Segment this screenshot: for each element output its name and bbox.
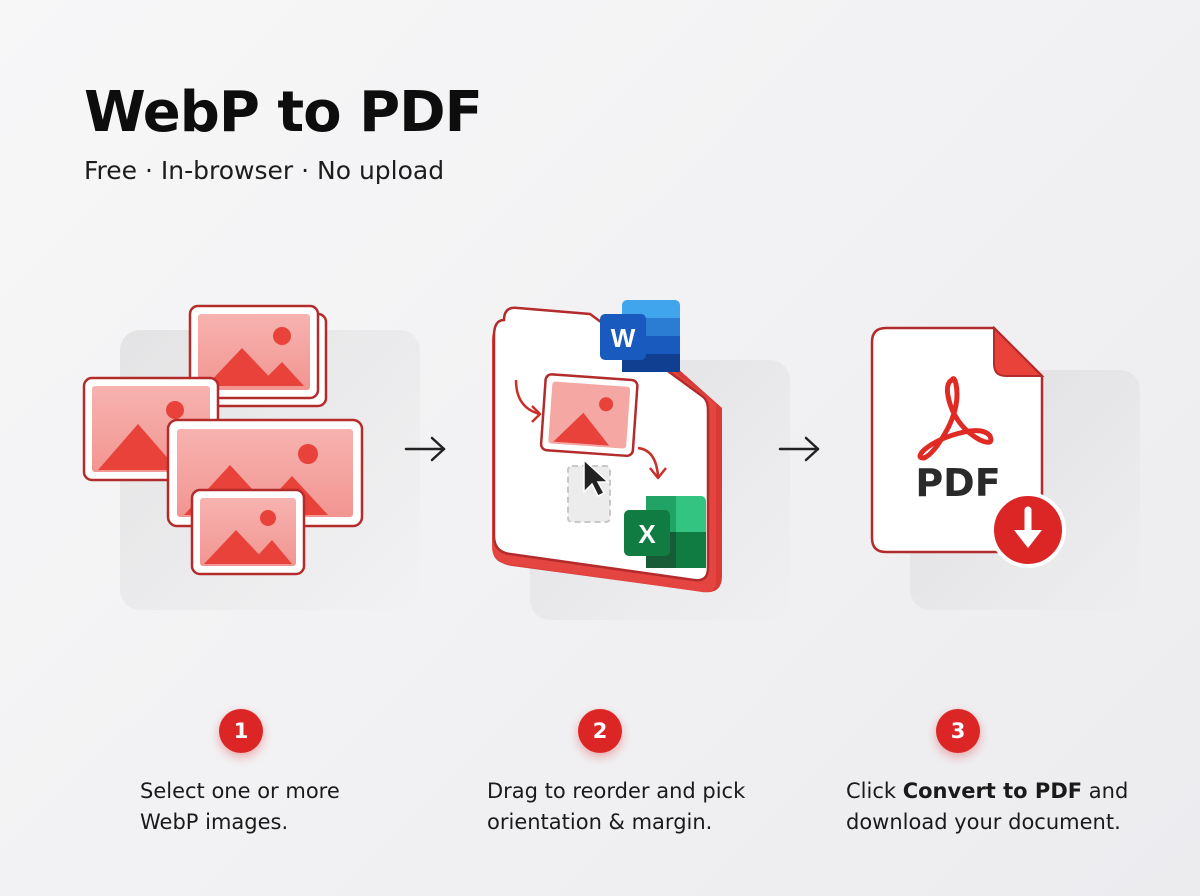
step-3-line-2: download your document.: [846, 810, 1121, 834]
step-1-line-1: Select one or more: [140, 779, 340, 803]
arrow-right-icon: [404, 436, 446, 462]
step-3-line-1: Click Convert to PDF and: [846, 776, 1186, 807]
convert-to-pdf-emphasis: Convert to PDF: [902, 779, 1083, 803]
arrow-right-icon: [778, 436, 820, 462]
excel-letter: X: [638, 519, 656, 549]
step-3-prefix: Click: [846, 779, 903, 803]
word-letter: W: [611, 323, 636, 353]
step-3-text: Click Convert to PDF and download your d…: [846, 776, 1186, 838]
acrobat-icon: [917, 376, 994, 461]
word-icon: W: [600, 300, 680, 372]
image-stack-icon: [82, 304, 364, 576]
step-1-badge: 1: [219, 709, 263, 753]
download-icon: [990, 492, 1066, 568]
step-3-suffix: and: [1082, 779, 1129, 803]
page-title: WebP to PDF: [84, 80, 483, 145]
photo-card: [190, 488, 306, 576]
photo-card: [188, 304, 328, 408]
step-2-badge: 2: [578, 709, 622, 753]
step-1-line-2: WebP images.: [140, 810, 289, 834]
step-2-line-2: orientation & margin.: [487, 810, 713, 834]
step-3-badge: 3: [936, 709, 980, 753]
excel-icon: X: [624, 496, 706, 568]
step-1-text: Select one or more WebP images.: [140, 776, 460, 838]
page-subtitle: Free · In-browser · No upload: [84, 156, 445, 185]
step-2-line-1: Drag to reorder and pick: [487, 779, 746, 803]
step-2-text: Drag to reorder and pick orientation & m…: [487, 776, 807, 838]
pdf-document-icon: PDF: [870, 325, 1066, 568]
pdf-label: PDF: [915, 461, 1000, 505]
